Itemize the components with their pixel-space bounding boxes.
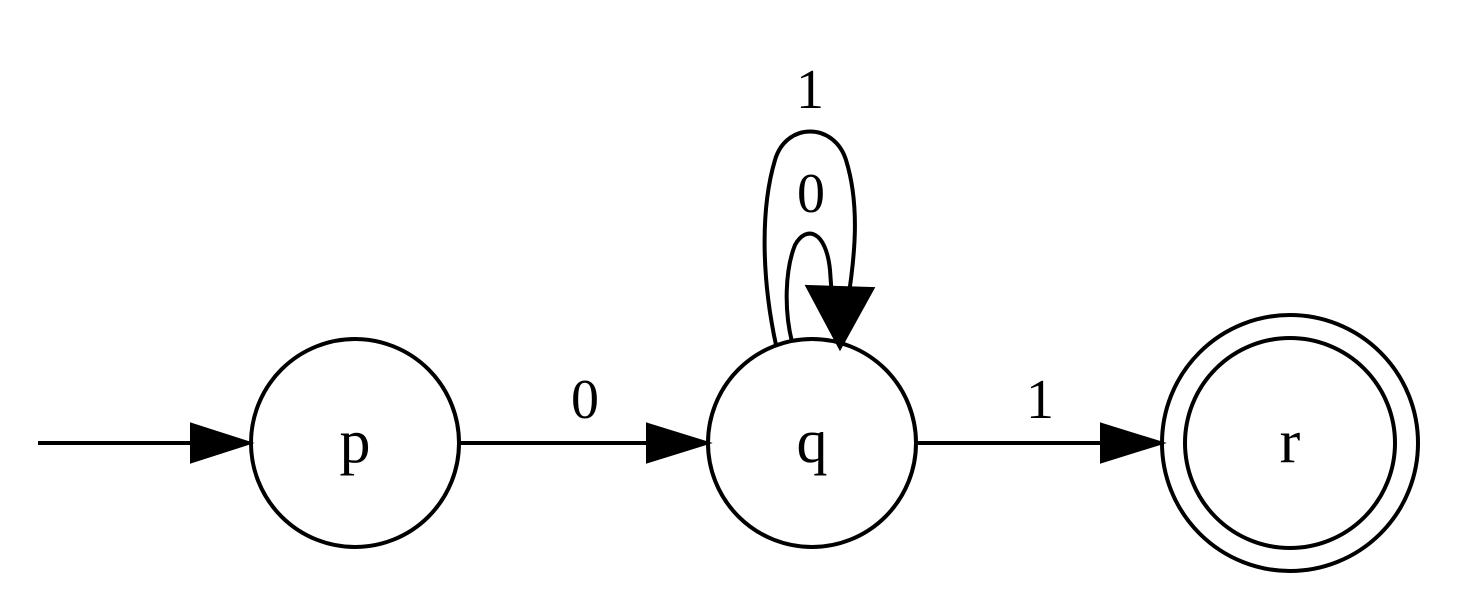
initial-arrowhead [190, 422, 255, 464]
self-loop-q-1-line [762, 129, 857, 346]
state-r-outer-circle [1160, 313, 1420, 573]
edge-q-to-r: 1 [916, 369, 1167, 464]
self-loop-q-0-line [784, 231, 834, 343]
self-loop-q-0-label: 0 [797, 163, 825, 225]
state-q-circle [706, 337, 918, 549]
edge-q-to-r-arrowhead [1100, 422, 1167, 464]
state-p-circle [249, 337, 461, 549]
state-q: q [706, 337, 918, 549]
self-loop-q-arrowhead [804, 284, 876, 352]
edge-p-to-q-label: 0 [571, 369, 599, 431]
state-q-label: q [797, 408, 828, 476]
edge-p-to-q: 0 [459, 369, 713, 464]
state-r: r [1160, 313, 1420, 573]
initial-arrow [38, 422, 255, 464]
self-loop-q-1-label: 1 [796, 59, 824, 121]
edge-p-to-q-arrowhead [646, 422, 713, 464]
self-loop-q-1: 1 [762, 59, 857, 346]
state-p-label: p [340, 408, 371, 476]
state-r-inner-circle [1183, 336, 1397, 550]
edge-q-to-r-label: 1 [1026, 369, 1054, 431]
self-loop-q-0: 0 [784, 163, 834, 343]
state-r-label: r [1280, 408, 1301, 476]
state-p: p [249, 337, 461, 549]
